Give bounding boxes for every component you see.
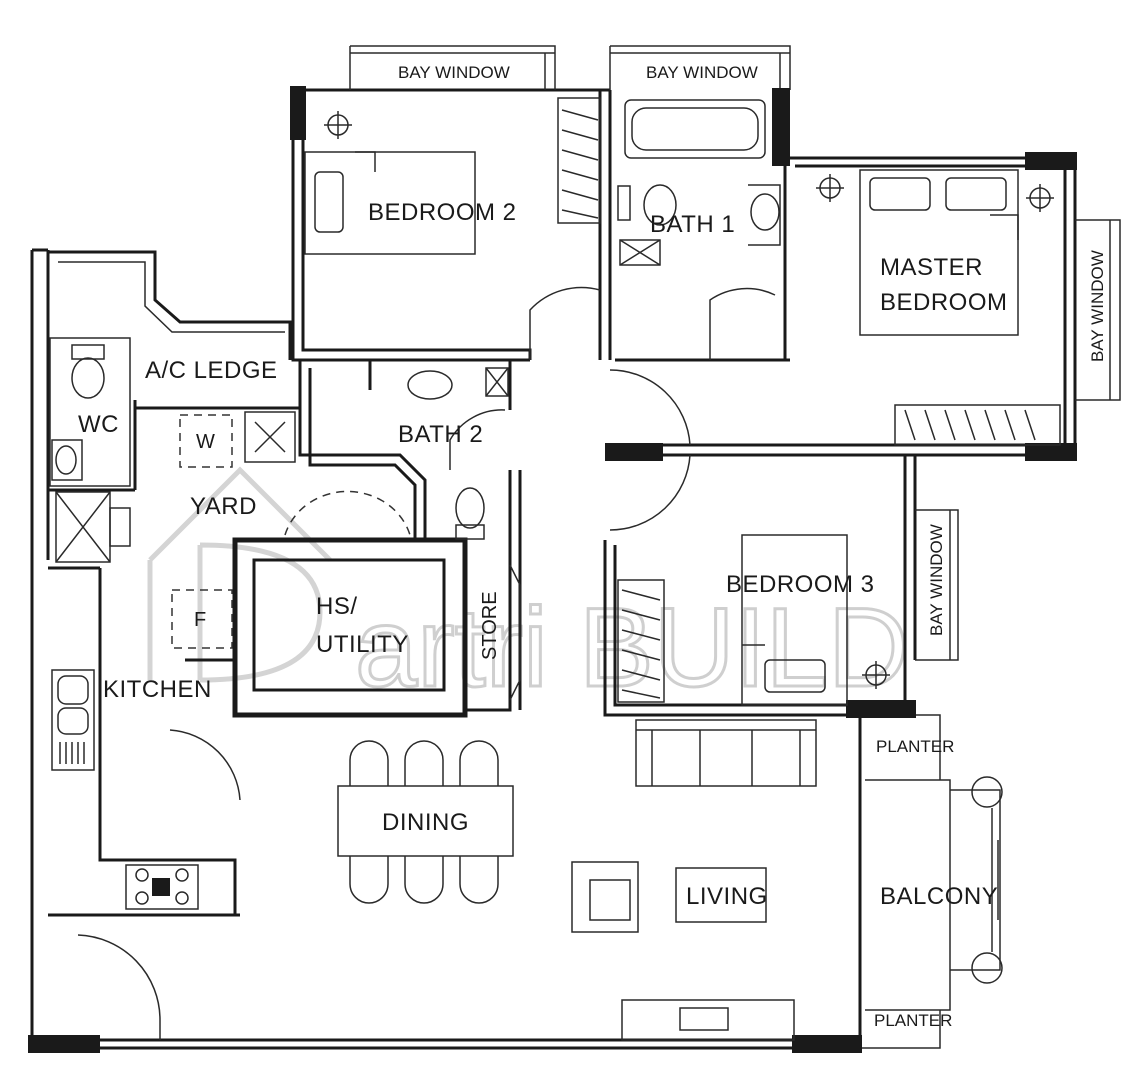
label-hs-line1: HS/ <box>316 593 358 620</box>
label-hs-line2: UTILITY <box>316 631 409 658</box>
label-store: STORE <box>479 591 501 660</box>
label-wc: WC <box>78 411 119 438</box>
beds <box>304 151 1019 706</box>
label-washer: W <box>196 431 215 453</box>
toilet-bath-1 <box>643 184 677 226</box>
label-master-line1: MASTER <box>880 254 983 281</box>
tv-console <box>621 999 795 1041</box>
label-bedroom-2: BEDROOM 2 <box>368 199 517 226</box>
label-bay-window-2: BAY WINDOW <box>646 63 758 82</box>
watermark-logo: artri BUILD <box>147 466 910 712</box>
doors <box>77 286 776 1040</box>
kitchen-sink <box>51 669 95 771</box>
label-kitchen: KITCHEN <box>103 676 212 703</box>
armchair <box>571 861 639 933</box>
fridge-box <box>171 589 233 649</box>
label-dining: DINING <box>382 809 469 836</box>
label-living: LIVING <box>686 883 768 910</box>
sink-bath-2 <box>407 370 453 400</box>
toilet-wc <box>71 357 105 399</box>
dining-chairs <box>349 740 499 904</box>
kitchen-fixtures <box>51 411 296 910</box>
label-bath-1: BATH 1 <box>650 211 735 238</box>
light-points <box>324 111 1054 689</box>
bed-bedroom-3 <box>741 534 848 706</box>
columns <box>28 86 1077 1053</box>
bathtub <box>624 99 766 159</box>
stove <box>125 864 199 910</box>
dining-table <box>337 785 514 857</box>
label-yard: YARD <box>190 493 257 520</box>
label-master-line2: BEDROOM <box>880 289 1008 316</box>
wardrobes <box>557 97 1061 703</box>
label-bedroom-3: BEDROOM 3 <box>726 571 875 598</box>
label-bay-window-4: BAY WINDOW <box>927 524 946 636</box>
yard-tap <box>244 411 296 463</box>
living-label-box <box>675 867 767 923</box>
label-bay-window-3: BAY WINDOW <box>1088 250 1107 362</box>
living-furniture <box>337 719 1003 1041</box>
sink-bath-1 <box>750 193 780 231</box>
label-fridge: F <box>194 609 206 631</box>
label-bay-window-1: BAY WINDOW <box>398 63 510 82</box>
bath-fixtures <box>49 99 781 540</box>
watermark-text: artri BUILD <box>355 585 909 710</box>
label-planter-top: PLANTER <box>876 737 954 756</box>
label-bath-2: BATH 2 <box>398 421 483 448</box>
label-balcony: BALCONY <box>880 883 998 910</box>
shower-bath-1 <box>619 239 661 266</box>
label-planter-bottom: PLANTER <box>874 1011 952 1030</box>
sink-wc <box>51 439 83 481</box>
label-ac-ledge: A/C LEDGE <box>145 357 278 384</box>
washer-box <box>179 414 233 468</box>
room-labels: BAY WINDOW BAY WINDOW BEDROOM 2 BATH 1 M… <box>78 63 1107 1030</box>
sofa <box>635 719 817 787</box>
toilet-bath-2 <box>455 487 485 529</box>
bed-master <box>859 169 1019 336</box>
bed-bedroom-2 <box>304 151 476 255</box>
